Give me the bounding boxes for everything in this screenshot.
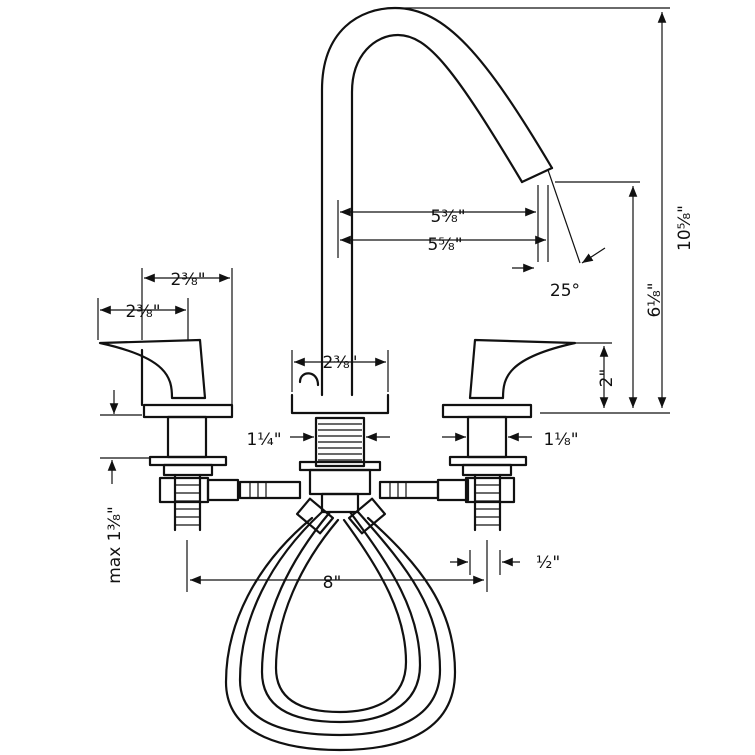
label-connection: ¹⁄₂" (536, 553, 560, 573)
label-handle-shank: 1¹⁄₈" (543, 430, 578, 450)
left-handle (98, 338, 234, 532)
label-spout-shank: 1¹⁄₄" (246, 430, 281, 450)
fittings (206, 478, 470, 502)
label-center-spread: 8" (323, 573, 342, 593)
label-handle-width-front: 2³⁄₈" (125, 302, 160, 322)
label-spout-angle: 25° (550, 281, 580, 301)
label-spout-base-width: 2³⁄₈" (322, 353, 357, 373)
dimension-lines (97, 7, 670, 592)
right-handle (441, 338, 577, 532)
label-max-deck-thickness: max 1³⁄₈" (105, 506, 125, 584)
label-handle-width-back: 2³⁄₈" (170, 270, 205, 290)
label-spout-height: 6¹⁄₈" (645, 282, 665, 317)
label-spout-reach-outer: 5⁵⁄₈" (427, 235, 462, 255)
label-total-height: 10⁵⁄₈" (675, 205, 695, 251)
spout-shank (298, 416, 382, 514)
hoses (224, 497, 457, 752)
label-spout-reach-inner: 5³⁄₈" (430, 207, 465, 227)
label-handle-height: 2" (597, 369, 617, 388)
dimension-labels: 10⁵⁄₈" 6¹⁄₈" 2" 5³⁄₈" 5⁵⁄₈" 25° 2³⁄₈" 2³… (105, 205, 695, 593)
